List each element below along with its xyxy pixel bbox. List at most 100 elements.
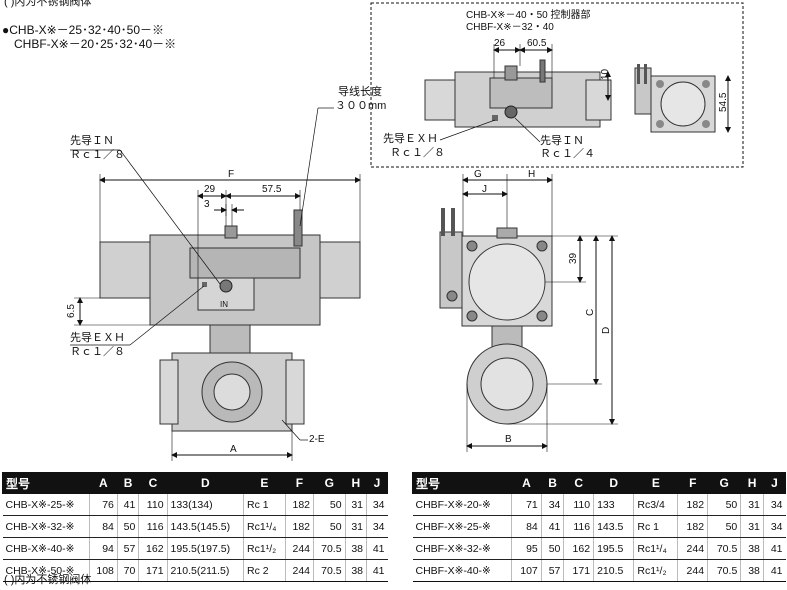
footer-note: ( )内为不锈钢阀体: [4, 574, 92, 586]
table-cell: 182: [284, 493, 314, 516]
front-view-drawing: [70, 107, 361, 461]
table-cell: 38: [344, 537, 367, 560]
wire-length-label: 导线长度: [338, 86, 382, 98]
table-cell: 38: [740, 559, 764, 582]
table-cell: Rc 1: [243, 493, 286, 516]
table-cell: 110: [138, 493, 168, 516]
column-header: F: [677, 472, 709, 494]
table-cell: 31: [344, 493, 367, 516]
table-cell: 41: [540, 515, 564, 538]
table-cell: 50: [707, 515, 741, 538]
column-header: G: [313, 472, 346, 494]
column-header: J: [762, 472, 787, 494]
column-header: H: [344, 472, 368, 494]
table-cell: Rc1¹/₂: [243, 537, 286, 560]
table-cell: 50: [540, 537, 564, 560]
table-cell: 50: [707, 493, 741, 516]
table-cell: 57: [540, 559, 564, 582]
table-cell: 50: [313, 515, 346, 538]
table-cell: CHBF-X※-32-※: [412, 537, 512, 560]
table-cell: 210.5: [593, 559, 634, 582]
model-line-2: CHBF-X※－20･25･32･40－※: [14, 37, 177, 51]
table-cell: 95: [511, 537, 542, 560]
dim-29: 29: [204, 184, 216, 195]
dim-c: C: [585, 308, 596, 316]
column-header: E: [243, 472, 286, 494]
pilot-exh-size: Ｒｃ１／８: [70, 346, 125, 358]
column-header: D: [166, 472, 245, 494]
dim-g: G: [474, 169, 482, 180]
port-in-mark: IN: [220, 300, 228, 309]
table-cell: 41: [762, 537, 786, 560]
table-cell: 143.5(145.5): [166, 515, 244, 538]
column-header: E: [633, 472, 679, 494]
column-header: F: [284, 472, 315, 494]
table-cell: 41: [366, 537, 388, 560]
detail-title-2: CHBF-X※－32・40: [466, 22, 554, 33]
column-header: D: [593, 472, 635, 494]
table-cell: CHBF-X※-20-※: [412, 493, 512, 516]
top-note: ( )内为不锈钢阀体: [4, 0, 92, 8]
dim-b: B: [505, 434, 512, 445]
table-cell: 244: [284, 537, 314, 560]
detail-box: [370, 2, 744, 168]
table-cell: 182: [677, 493, 708, 516]
table-cell: Rc1¹/₄: [243, 515, 286, 538]
table-cell: CHBF-X※-40-※: [412, 559, 512, 582]
table-cell: 31: [740, 515, 764, 538]
table-cell: 34: [762, 493, 786, 516]
table-cell: 244: [284, 559, 314, 582]
detail-dim-54-5: 54.5: [718, 92, 729, 112]
table-cell: 34: [762, 515, 786, 538]
table-cell: 38: [344, 559, 367, 582]
table-cell: 195.5(197.5): [166, 537, 244, 560]
table-cell: 70: [116, 559, 139, 582]
table-cell: 38: [740, 537, 764, 560]
table-cell: 31: [740, 493, 764, 516]
table-cell: 71: [511, 493, 542, 516]
table-cell: 76: [88, 493, 118, 516]
column-header: H: [740, 472, 764, 494]
table-cell: 171: [138, 559, 168, 582]
table-cell: CHBF-X※-25-※: [412, 515, 512, 538]
table-cell: 182: [677, 515, 708, 538]
pilot-in-label: 先导ＩＮ: [70, 135, 114, 147]
dim-f: F: [228, 169, 235, 180]
detail-exh-label: 先导ＥＸＨ: [383, 133, 438, 145]
detail-dim-10: 10: [600, 68, 611, 80]
table-cell: 70.5: [313, 559, 346, 582]
table-cell: CHB-X※-32-※: [2, 515, 90, 538]
detail-dim-26: 26: [494, 38, 506, 49]
dim-j: J: [482, 184, 487, 195]
table-cell: 94: [88, 537, 118, 560]
wire-length-value: ３００mm: [335, 100, 387, 112]
detail-in-label: 先导ＩＮ: [540, 135, 584, 147]
column-header: C: [563, 472, 595, 494]
dim-2-e: 2-E: [309, 434, 325, 445]
table-cell: 50: [116, 515, 139, 538]
column-header: C: [138, 472, 168, 494]
table-cell: 70.5: [707, 559, 741, 582]
column-header: 型号: [411, 472, 513, 494]
pilot-exh-label: 先导ＥＸＨ: [70, 332, 125, 344]
column-header: B: [540, 472, 565, 494]
table-cell: Rc3/4: [633, 493, 678, 516]
table-cell: 244: [677, 537, 708, 560]
table-cell: 110: [563, 493, 594, 516]
table-cell: 107: [511, 559, 542, 582]
dim-d: D: [601, 326, 612, 334]
dim-57-5: 57.5: [262, 184, 282, 195]
table-cell: 84: [88, 515, 118, 538]
detail-title-1: CHB-X※－40・50 控制器部: [466, 10, 591, 21]
table-cell: 50: [313, 493, 346, 516]
table-cell: 34: [366, 493, 388, 516]
table-cell: CHB-X※-50-※: [2, 559, 90, 582]
